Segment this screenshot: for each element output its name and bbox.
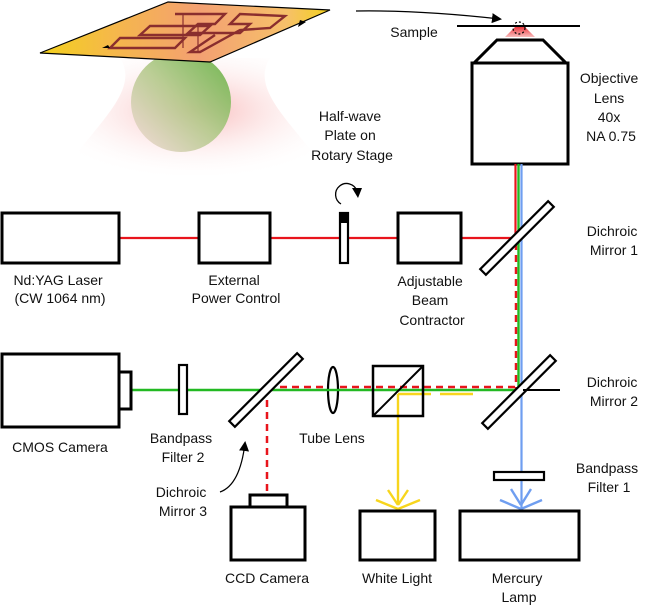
ccd-camera[interactable] xyxy=(229,493,307,562)
objective-label-3: 40x xyxy=(598,109,621,125)
white-light-source[interactable] xyxy=(358,509,437,562)
half-wave-plate[interactable] xyxy=(338,211,350,265)
bandpass2-label-1: Bandpass xyxy=(150,430,212,446)
laser-label-2: (CW 1064 nm) xyxy=(14,290,105,306)
bandpass1-label-2: Filter 1 xyxy=(588,479,631,495)
dichroic1-label-2: Mirror 1 xyxy=(590,242,638,258)
objective-label-2: Lens xyxy=(594,90,624,106)
white-light-path xyxy=(375,392,473,511)
power-label-2: Power Control xyxy=(192,290,281,306)
dichroic-mirror-3[interactable] xyxy=(227,351,305,429)
dichroic-mirror-1[interactable] xyxy=(478,199,556,277)
dichroic1-label-1: Dichroic xyxy=(587,223,638,239)
beam-splitter-cube[interactable] xyxy=(371,364,425,418)
cmos-camera[interactable] xyxy=(0,352,133,429)
bandpass-filter-2[interactable] xyxy=(177,363,189,416)
halfwave-label-1: Half-wave xyxy=(319,108,381,124)
bandpass1-label-1: Bandpass xyxy=(576,460,638,476)
halfwave-label-3: Rotary Stage xyxy=(311,147,393,163)
mercury-lamp[interactable] xyxy=(458,509,581,562)
nd-yag-laser[interactable] xyxy=(0,211,121,265)
laser-label-1: Nd:YAG Laser xyxy=(13,272,103,288)
ccd-label: CCD Camera xyxy=(225,570,309,586)
excitation-rays xyxy=(499,488,543,511)
bandpass-filter-1[interactable] xyxy=(492,470,546,482)
cmos-label: CMOS Camera xyxy=(12,439,108,455)
trap-inset-illustration xyxy=(39,1,331,175)
sample-label: Sample xyxy=(390,24,438,40)
svg-text:Bandpass Filter 1: Bandpass Filter 1 xyxy=(576,460,642,495)
svg-text:Dichroic Mirror 2: Dichroic Mirror 2 xyxy=(587,374,641,409)
halfwave-label-2: Plate on xyxy=(324,127,375,143)
svg-text:Dichroic Mirror 3: Dichroic Mirror 3 xyxy=(156,484,210,519)
svg-text:Mercury Lamp: Mercury Lamp xyxy=(492,570,546,605)
tube-lens-label: Tube Lens xyxy=(299,430,365,446)
trapped-sphere xyxy=(131,52,231,152)
objective-label-4: NA 0.75 xyxy=(586,128,636,144)
mercury-label-1: Mercury xyxy=(492,570,543,586)
svg-text:External Power Control: External Power Control xyxy=(192,272,281,306)
rotation-arrowhead xyxy=(352,188,362,198)
mercury-label-2: Lamp xyxy=(501,589,536,605)
dichroic3-pointer-arrow xyxy=(219,441,250,493)
dichroic3-label-2: Mirror 3 xyxy=(159,503,207,519)
focus-cone xyxy=(505,27,535,37)
power-label-1: External xyxy=(208,272,259,288)
bandpass2-label-2: Filter 2 xyxy=(162,449,205,465)
svg-text:Bandpass Filter 2: Bandpass Filter 2 xyxy=(150,430,216,465)
svg-text:Half-wave Plate on Rot: Half-wave Plate on Rotary Stage xyxy=(311,108,393,163)
svg-text:Objective Lens 40x: Objective Lens 40x NA 0.75 xyxy=(580,70,642,144)
svg-text:Adjustable Beam Contra: Adjustable Beam Contractor xyxy=(397,273,466,328)
zoom-arrow xyxy=(355,10,502,24)
contractor-label-2: Beam xyxy=(412,292,449,308)
adjustable-beam-contractor[interactable] xyxy=(396,211,463,265)
dichroic2-label-1: Dichroic xyxy=(587,374,638,390)
micro-pattern xyxy=(107,12,289,54)
contractor-label-3: Contractor xyxy=(399,312,465,328)
white-light-label: White Light xyxy=(362,570,432,586)
objective-lens xyxy=(470,38,570,166)
external-power-control[interactable] xyxy=(197,211,272,265)
sample-slab xyxy=(39,1,331,63)
objective-label-1: Objective xyxy=(580,70,639,86)
svg-text:Nd:YAG Laser (CW 1064 nm): Nd:YAG Laser (CW 1064 nm) xyxy=(13,272,106,306)
dichroic-mirror-2[interactable] xyxy=(480,353,558,431)
vertical-beam-column xyxy=(514,164,523,520)
svg-text:Dichroic Mirror 1: Dichroic Mirror 1 xyxy=(587,223,641,258)
trapped-particle xyxy=(512,21,526,35)
dichroic3-label-1: Dichroic xyxy=(156,484,207,500)
contractor-label-1: Adjustable xyxy=(397,273,463,289)
rotation-arrow-icon xyxy=(334,182,358,205)
dichroic2-label-2: Mirror 2 xyxy=(590,393,638,409)
